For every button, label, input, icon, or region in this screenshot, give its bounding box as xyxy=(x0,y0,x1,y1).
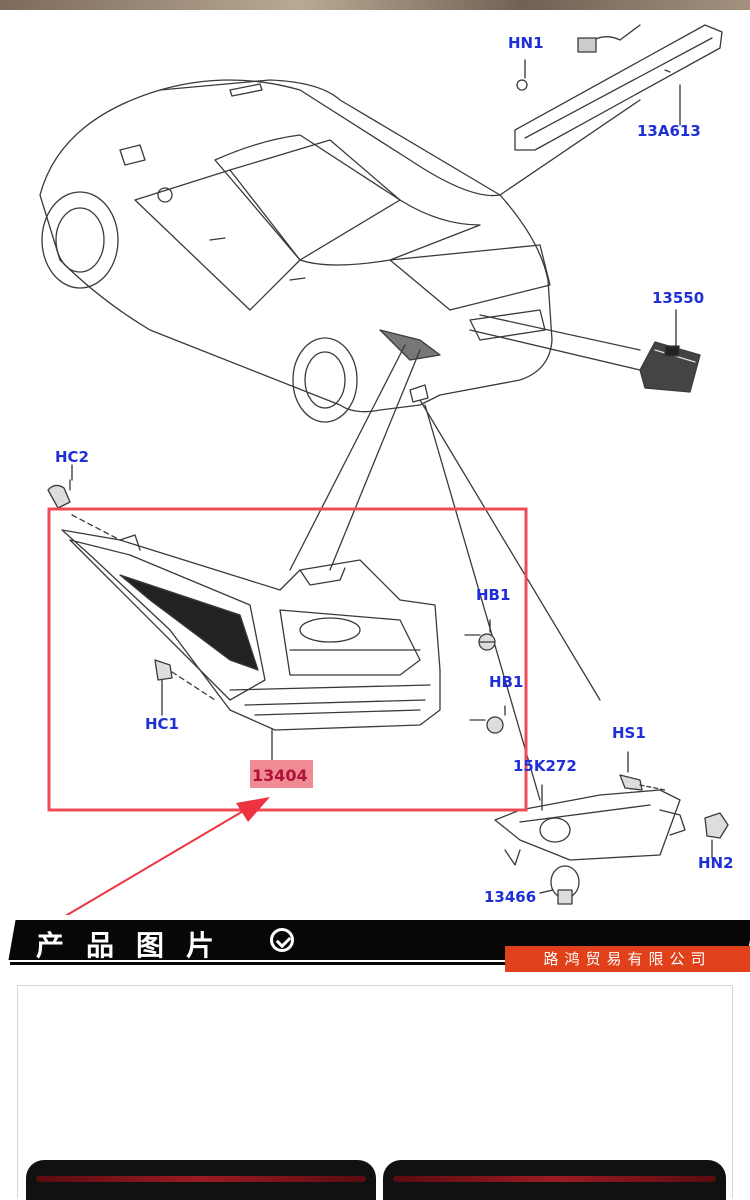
product-images-banner: 产品图片 路鸿贸易有限公司 xyxy=(0,918,750,972)
company-name-tag: 路鸿贸易有限公司 xyxy=(505,946,750,972)
hb1-bolt-bottom-drawing xyxy=(469,716,504,734)
label-15k272: 15K272 xyxy=(513,757,577,775)
part-number-highlight xyxy=(250,760,313,788)
arrow-head xyxy=(236,797,270,822)
bulb-drawing xyxy=(550,865,580,905)
vehicle-drawing xyxy=(39,79,553,423)
label-13466: 13466 xyxy=(484,888,536,906)
high-mount-lamp-drawing xyxy=(514,24,723,151)
banner-title: 产品图片 xyxy=(36,929,237,962)
label-hn2: HN2 xyxy=(698,854,734,872)
label-13550: 13550 xyxy=(652,289,704,307)
parts-diagram: HN1 13A613 13550 HC2 HB1 HB1 HC1 13404 H… xyxy=(0,10,750,915)
product-photo-right-lamp xyxy=(383,1160,726,1200)
label-hs1: HS1 xyxy=(612,724,646,742)
hc1-clip-drawing xyxy=(154,659,216,701)
label-hb1-top: HB1 xyxy=(476,586,510,604)
arrow-line xyxy=(65,809,246,915)
license-plate-lamp-drawing xyxy=(639,341,701,393)
tail-lamp-drawing xyxy=(61,529,441,731)
check-circle-icon xyxy=(270,928,294,952)
top-photo-strip xyxy=(0,0,750,10)
banner-underline xyxy=(10,962,510,965)
label-hc1: HC1 xyxy=(145,715,179,733)
label-13a613: 13A613 xyxy=(637,122,701,140)
hn2-nut-drawing xyxy=(704,812,729,839)
label-hb1-bottom: HB1 xyxy=(489,673,523,691)
label-hc2: HC2 xyxy=(55,448,89,466)
hb1-bolt-top-drawing xyxy=(464,633,496,651)
hs1-screw-drawing xyxy=(619,774,666,791)
hc2-clip-drawing xyxy=(47,479,71,509)
label-hn1: HN1 xyxy=(508,34,544,52)
highlight-box xyxy=(47,507,528,812)
product-photo-left-lamp xyxy=(26,1160,376,1200)
rear-reflector-drawing xyxy=(494,789,686,866)
label-13404: 13404 xyxy=(252,766,308,785)
